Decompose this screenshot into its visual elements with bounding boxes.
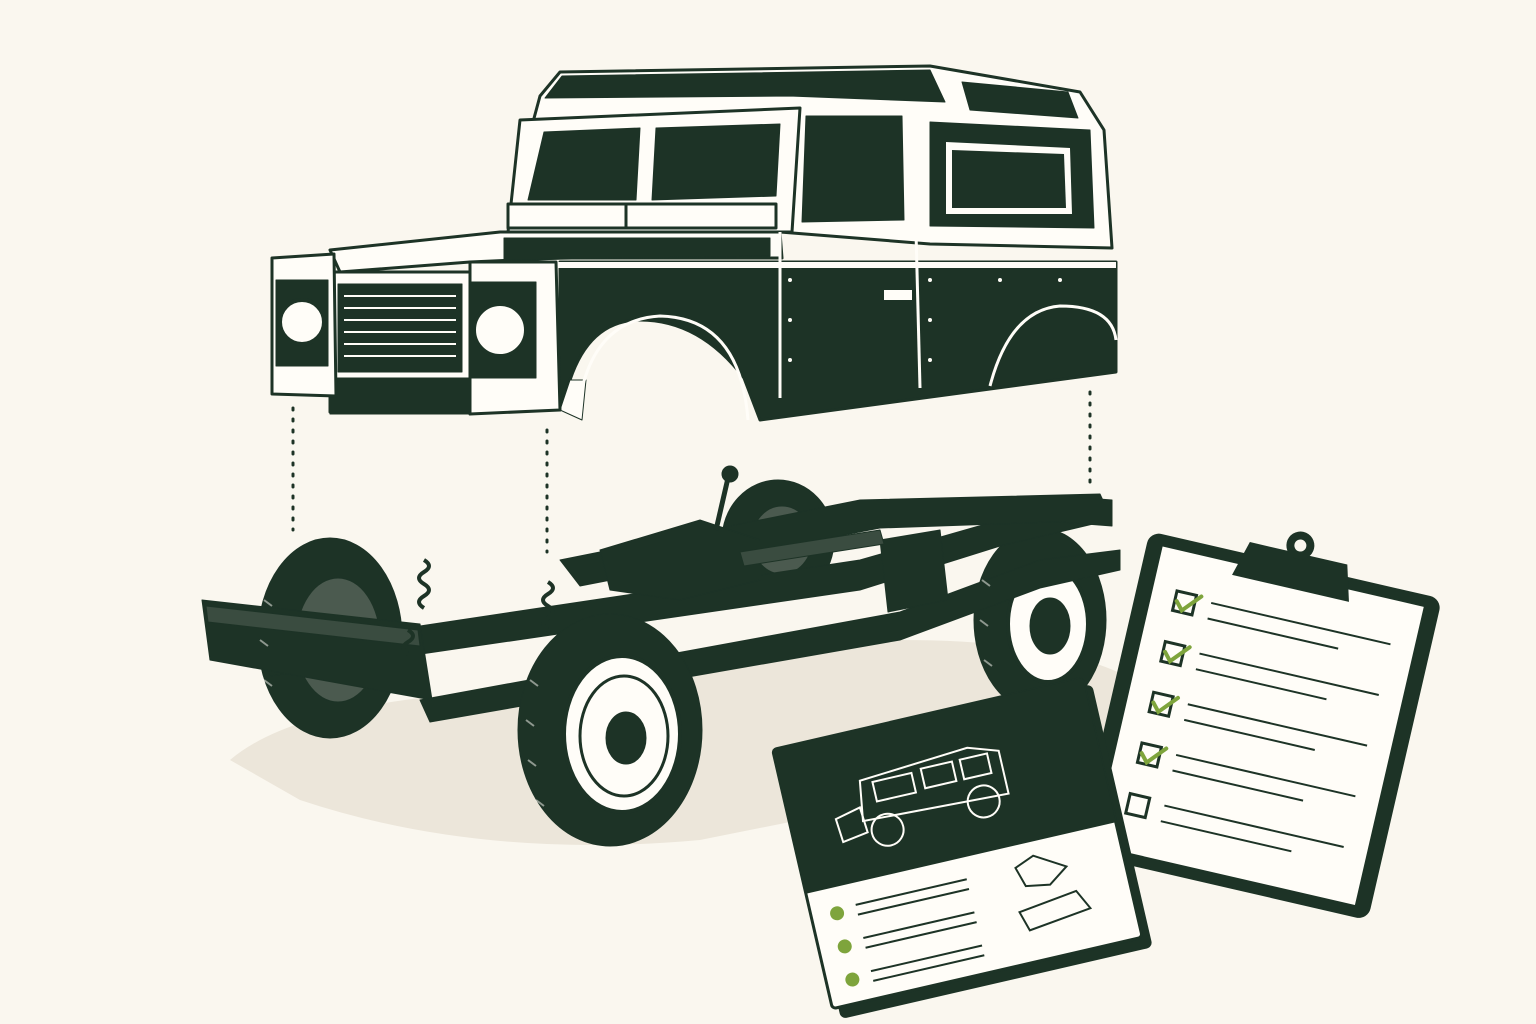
bonnet-dark [503,237,771,261]
rear-wheel-arch [988,304,1118,387]
gear-knob-icon [721,465,739,483]
vehicle-body-shell [270,64,1118,422]
manual-bullet-dot [837,939,852,954]
checklist-line [1164,804,1344,848]
manual-text-line [865,921,977,949]
checklist-line [1187,703,1368,747]
door-handle-icon [884,290,912,300]
cross-member-mid [879,529,949,613]
gear-lever [713,477,731,531]
lower-body-panel [558,260,1118,422]
checklist-line [1183,718,1315,751]
checklist-line [1199,652,1380,696]
front-right-wheel [517,613,703,847]
checklist-line [1210,601,1391,646]
checkmark-icon [1174,594,1204,614]
windscreen-lower-bar [506,202,778,230]
checkmark-icon [1163,645,1192,665]
checklist-line [1195,668,1327,701]
manual-text-line [870,944,983,973]
manual-text-line [863,911,975,939]
inspection-checklist-clipboard [1077,531,1440,918]
clipboard-clip [1232,542,1349,602]
manual-vehicle-sketch [834,746,1010,847]
windscreen-left-glass [527,127,641,201]
windscreen-right-glass [651,123,781,201]
checklist-line [1175,753,1356,798]
manual-parts-diagrams [1014,854,1093,932]
manual-text-line [855,878,967,906]
manual-text-line [857,888,970,916]
manual-cover-image [772,678,1116,894]
front-valance [329,377,471,415]
door-seam-rear [914,231,922,389]
tyre-treads [259,579,993,807]
manual-bullet-dot [830,906,845,921]
front-bumper-face [205,605,421,647]
grille-block [337,283,463,373]
manual-bullet-dot [845,972,860,987]
ladder-frame-chassis [201,465,1121,847]
alignment-guides [291,390,1092,554]
restoration-manual [771,677,1152,1018]
checkbox-5 [1123,791,1152,820]
panel-rivets [788,278,1062,362]
body-white-trim [556,262,1116,268]
checklist-line [1172,769,1304,802]
prop-shaft [739,529,885,567]
grille-slats [344,295,456,357]
door-window-glass [801,115,905,223]
manual-bullets [830,878,985,987]
checkmark-icon [1139,746,1169,766]
clipboard-paper [1093,546,1424,905]
front-springs [401,558,555,656]
right-headlight-icon [472,302,528,358]
roof-dark-strip-rear [961,81,1079,119]
cross-member-rear [1059,495,1113,527]
roof-dark-strip [544,69,946,103]
checklist-rows [1123,589,1391,853]
left-headlight-icon [278,298,326,346]
checkmark-icon [1151,695,1180,715]
front-wheel-arch [576,314,750,421]
gearbox-transfer [599,519,761,601]
manual-text-line [872,954,985,982]
checklist-line [1160,820,1292,853]
checklist-line [1207,617,1339,650]
